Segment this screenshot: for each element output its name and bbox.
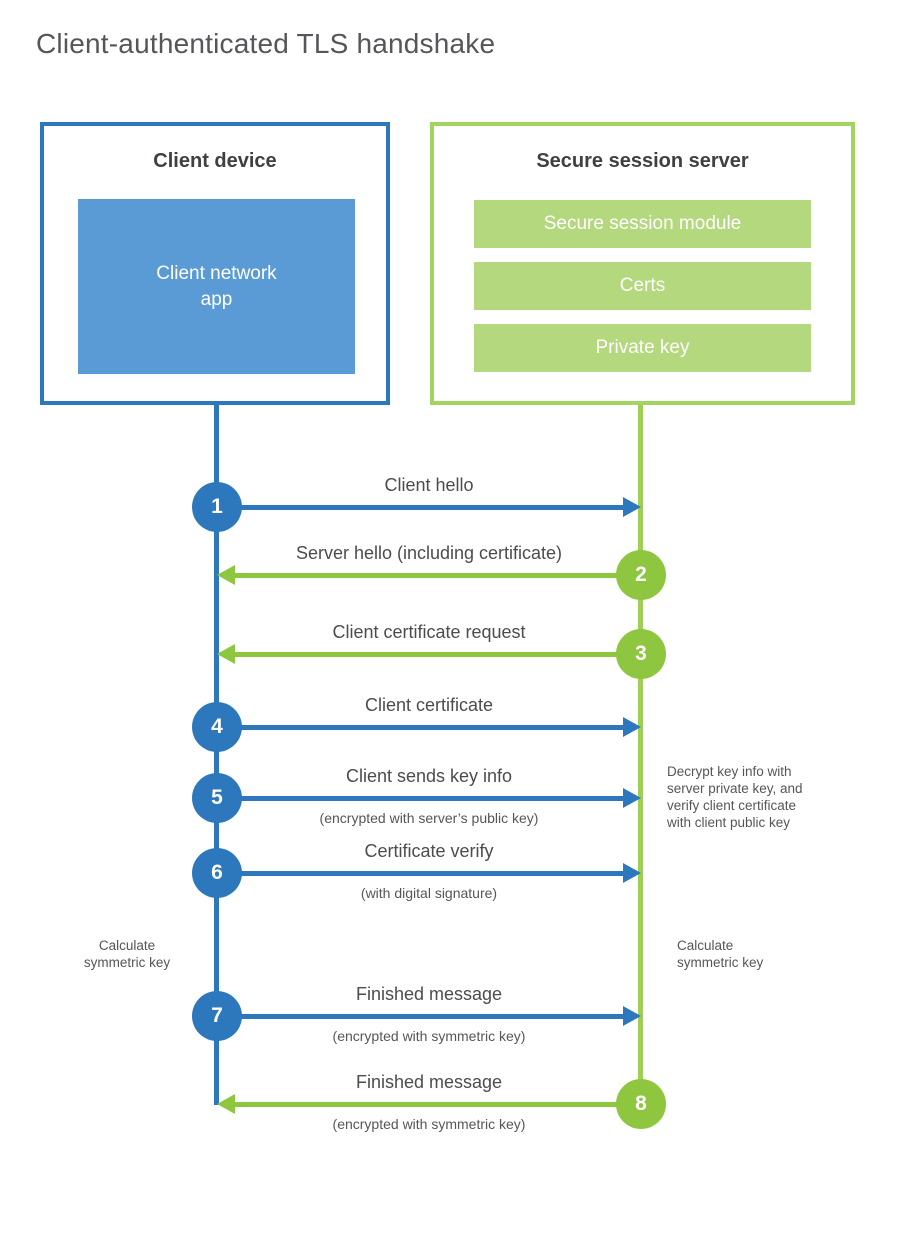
- step-1-number-badge: 1: [192, 482, 242, 532]
- step-4-arrowhead-icon: [623, 717, 641, 737]
- step-1-label: Client hello: [384, 475, 474, 495]
- step-1-arrow: [217, 505, 623, 510]
- client-device-box: Client device Client network app: [40, 122, 390, 405]
- step-6-number-badge: 6: [192, 848, 242, 898]
- step-5-subtitle: (encrypted with server’s public key): [319, 810, 539, 826]
- step-3-arrow: [235, 652, 641, 657]
- step-8-subtitle: (encrypted with symmetric key): [332, 1116, 526, 1132]
- server-title: Secure session server: [536, 150, 749, 172]
- server-module-certs: Certs: [474, 262, 811, 310]
- client-network-app-box: Client network app: [78, 199, 355, 374]
- step-7-arrow: [217, 1014, 623, 1019]
- server-module-private-key: Private key: [474, 324, 811, 372]
- server-module-secure-session: Secure session module: [474, 200, 811, 248]
- diagram-title: Client-authenticated TLS handshake: [36, 28, 496, 59]
- step-5-number-badge: 5: [192, 773, 242, 823]
- step-4-arrow: [217, 725, 623, 730]
- client-lifeline: [214, 405, 219, 1105]
- step-5-label: Client sends key info: [345, 766, 513, 786]
- step-6-arrow: [217, 871, 623, 876]
- step-3-number-badge: 3: [616, 629, 666, 679]
- decrypt-key-note: Decrypt key info with server private key…: [667, 764, 803, 830]
- step-7-number-badge: 7: [192, 991, 242, 1041]
- step-6-label: Certificate verify: [364, 841, 494, 861]
- calculate-symmetric-key-note-client: Calculate symmetric key: [83, 938, 171, 970]
- step-8-label: Finished message: [355, 1072, 503, 1092]
- step-5-arrowhead-icon: [623, 788, 641, 808]
- step-4-number-badge: 4: [192, 702, 242, 752]
- step-2-label: Server hello (including certificate): [295, 543, 563, 563]
- server-lifeline: [638, 405, 643, 1105]
- server-box: Secure session server Secure session mod…: [430, 122, 855, 405]
- step-8-number-badge: 8: [616, 1079, 666, 1129]
- step-8-arrow: [235, 1102, 641, 1107]
- step-6-subtitle: (with digital signature): [360, 885, 498, 901]
- step-4-label: Client certificate: [364, 695, 494, 715]
- step-3-label: Client certificate request: [332, 622, 526, 642]
- step-1-arrowhead-icon: [623, 497, 641, 517]
- step-7-label: Finished message: [355, 984, 503, 1004]
- step-8-arrowhead-icon: [217, 1094, 235, 1114]
- step-7-arrowhead-icon: [623, 1006, 641, 1026]
- step-5-arrow: [217, 796, 623, 801]
- calculate-symmetric-key-note-server: Calculate symmetric key: [677, 938, 764, 970]
- step-7-subtitle: (encrypted with symmetric key): [332, 1028, 526, 1044]
- step-2-arrow: [235, 573, 641, 578]
- step-2-number-badge: 2: [616, 550, 666, 600]
- step-2-arrowhead-icon: [217, 565, 235, 585]
- step-3-arrowhead-icon: [217, 644, 235, 664]
- client-device-title: Client device: [153, 150, 277, 172]
- step-6-arrowhead-icon: [623, 863, 641, 883]
